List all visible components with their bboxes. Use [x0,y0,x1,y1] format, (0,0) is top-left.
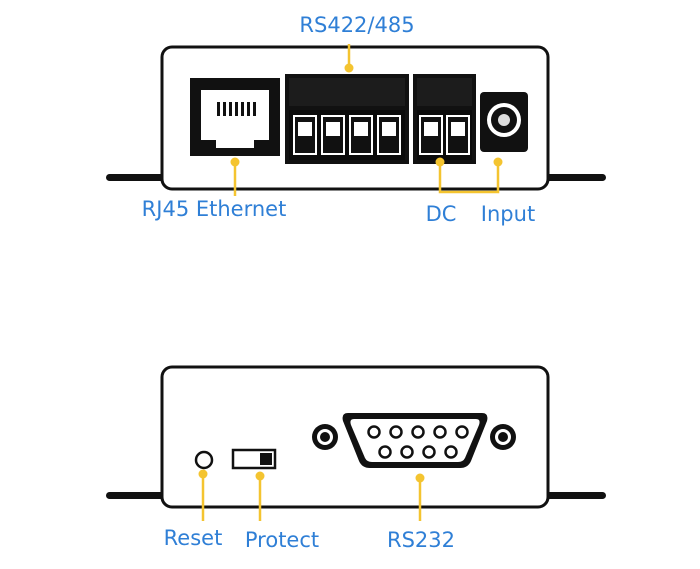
reset-pointer-dot [198,469,208,479]
reset-label: Reset [164,526,223,550]
rs422-terminal-block [285,74,409,164]
rj45-label: RJ45 Ethernet [142,197,287,221]
rs422-pointer-dot [344,63,354,73]
rs232-pointer-dot [415,473,425,483]
rear-panel: Reset Protect RS232 [106,365,606,552]
dc-barrel-jack [480,92,528,152]
protect-switch [231,448,277,470]
dc-jack-pointer-dot [493,157,503,167]
rs422-label: RS422/485 [299,13,414,37]
rear-leader-lines [198,469,425,521]
protect-label: Protect [245,528,319,552]
front-panel: RS422/485 RJ45 Ethernet DC Input [106,13,606,226]
rs422-screw-slots [293,115,401,155]
rear-right-rail [546,492,606,499]
dc-terminal-block [413,74,476,164]
rj45-port [190,78,280,156]
front-leader-lines [230,44,503,196]
input-label: Input [481,202,535,226]
db9-left-screw [312,424,338,450]
protect-pointer-dot [255,471,265,481]
db9-connector [312,413,516,468]
front-left-rail [106,174,166,181]
reset-pinhole [194,450,214,470]
front-right-rail [546,174,606,181]
rs232-label: RS232 [387,528,455,552]
rj45-pointer-dot [230,157,240,167]
db9-pins [367,425,469,459]
dc-label: DC [426,202,457,226]
rear-left-rail [106,492,166,499]
dc-block-pointer-dot [435,157,445,167]
db9-right-screw [490,424,516,450]
